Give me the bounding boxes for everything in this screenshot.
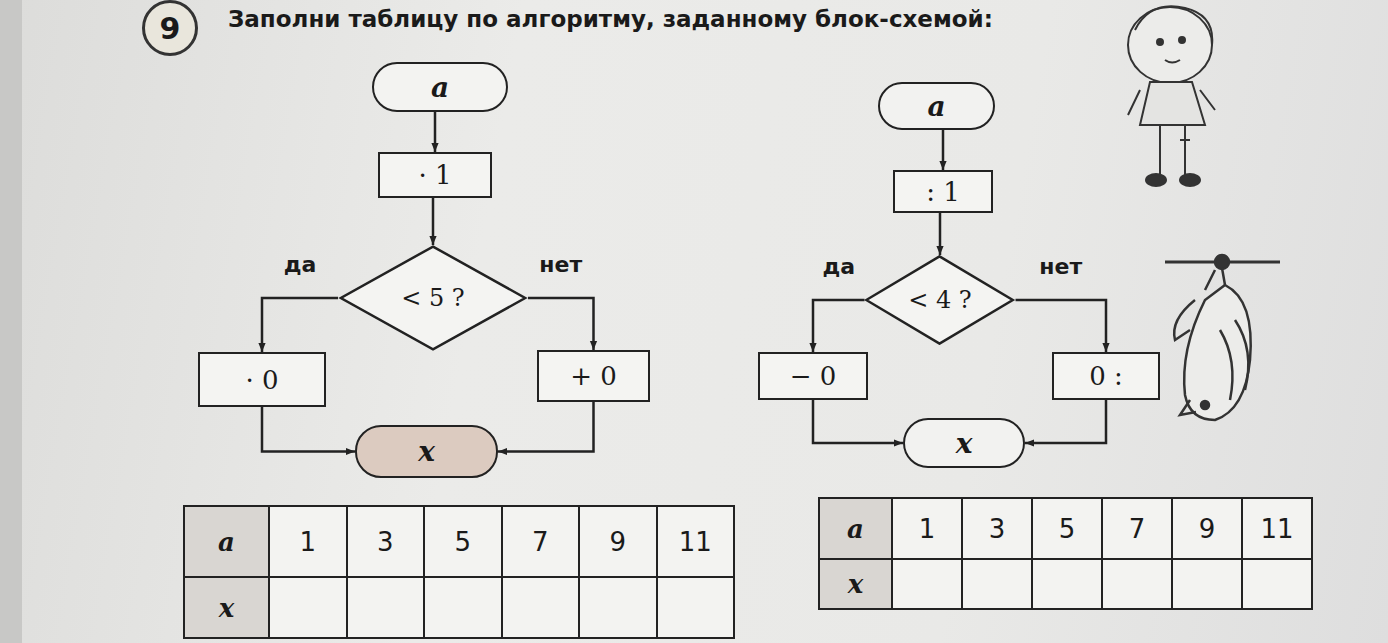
node-text: < 5 ? [401, 284, 465, 312]
table-text: x [848, 569, 864, 599]
decision-diamond: < 5 ? [338, 245, 528, 351]
table-cell [1171, 558, 1243, 610]
flow-arrow [528, 298, 594, 350]
node-text: 9 [160, 11, 181, 46]
table-text: a [847, 514, 864, 544]
task-number: 9 [142, 0, 198, 56]
table-text: 7 [1129, 514, 1146, 544]
table-header-cell: x [818, 558, 893, 610]
table-text: x [219, 593, 235, 623]
table-header-cell: a [183, 505, 270, 578]
table-cell [1241, 558, 1313, 610]
start-terminal: a [878, 82, 995, 130]
table-header-cell: a [818, 497, 893, 560]
table-text: 3 [989, 514, 1006, 544]
process-box: 0 : [1052, 352, 1160, 400]
table-text: 3 [377, 527, 394, 557]
table-cell [1031, 558, 1103, 610]
task-title: Заполни таблицу по алгоритму, заданному … [228, 6, 993, 32]
table-text: a [218, 527, 235, 557]
table-cell [346, 576, 426, 639]
table-text: 9 [1199, 514, 1216, 544]
process-box: + 0 [537, 350, 650, 402]
table-text: 1 [919, 514, 936, 544]
node-text: x [418, 435, 435, 468]
table-cell: 9 [1171, 497, 1243, 560]
table-text: 7 [532, 527, 549, 557]
flow-arrow [432, 198, 435, 245]
table-text: 11 [679, 527, 712, 557]
table-cell [268, 576, 348, 639]
table-cell [656, 576, 736, 639]
table-cell [501, 576, 581, 639]
branch-label: да [281, 252, 320, 277]
flow-arrow [939, 213, 942, 255]
table-cell [1101, 558, 1173, 610]
table-cell: 3 [346, 505, 426, 578]
end-terminal: x [355, 425, 498, 478]
table-text: 1 [299, 527, 316, 557]
node-text: < 4 ? [908, 286, 972, 314]
start-terminal: a [372, 62, 508, 112]
flow-arrow [498, 402, 594, 452]
process-box: · 0 [198, 352, 326, 407]
table-cell [423, 576, 503, 639]
table-cell: 5 [1031, 497, 1103, 560]
girl-illustration [1128, 6, 1215, 186]
table-header-cell: x [183, 576, 270, 639]
table-cell: 1 [891, 497, 963, 560]
flow-arrow [434, 112, 437, 152]
node-text: · 0 [245, 365, 278, 395]
table-cell: 9 [578, 505, 658, 578]
table-cell: 11 [656, 505, 736, 578]
process-box: − 0 [758, 352, 868, 400]
table-cell [961, 558, 1033, 610]
flow-arrow [1025, 400, 1106, 443]
decision-diamond: < 4 ? [864, 255, 1015, 345]
node-text: − 0 [790, 361, 837, 391]
node-text: x [956, 427, 973, 460]
node-text: 0 : [1089, 361, 1123, 391]
flow-arrow [1016, 300, 1106, 352]
table-cell: 7 [501, 505, 581, 578]
branch-label: да [819, 254, 858, 279]
table-text: 11 [1260, 514, 1293, 544]
flow-arrow [942, 130, 945, 170]
flow-arrow [262, 298, 338, 352]
process-box: · 1 [378, 152, 492, 198]
table-cell: 7 [1101, 497, 1173, 560]
table-cell: 1 [268, 505, 348, 578]
flow-arrow [813, 300, 864, 352]
branch-label: нет [536, 252, 585, 277]
table-cell: 5 [423, 505, 503, 578]
table-cell [578, 576, 658, 639]
node-text: · 1 [418, 160, 451, 190]
page-shadow [0, 0, 22, 643]
table-cell: 3 [961, 497, 1033, 560]
branch-label: нет [1036, 254, 1085, 279]
table-text: 5 [1059, 514, 1076, 544]
table-text: 9 [609, 527, 626, 557]
node-text: a [431, 71, 449, 104]
node-text: + 0 [570, 361, 617, 391]
bird-illustration [1165, 255, 1280, 420]
flow-arrow [262, 407, 355, 452]
table-cell: 11 [1241, 497, 1313, 560]
process-box: : 1 [893, 170, 993, 213]
table-text: 5 [454, 527, 471, 557]
node-text: a [927, 90, 945, 123]
flow-arrow [813, 400, 903, 443]
end-terminal: x [903, 418, 1025, 468]
node-text: : 1 [926, 177, 960, 207]
table-cell [891, 558, 963, 610]
